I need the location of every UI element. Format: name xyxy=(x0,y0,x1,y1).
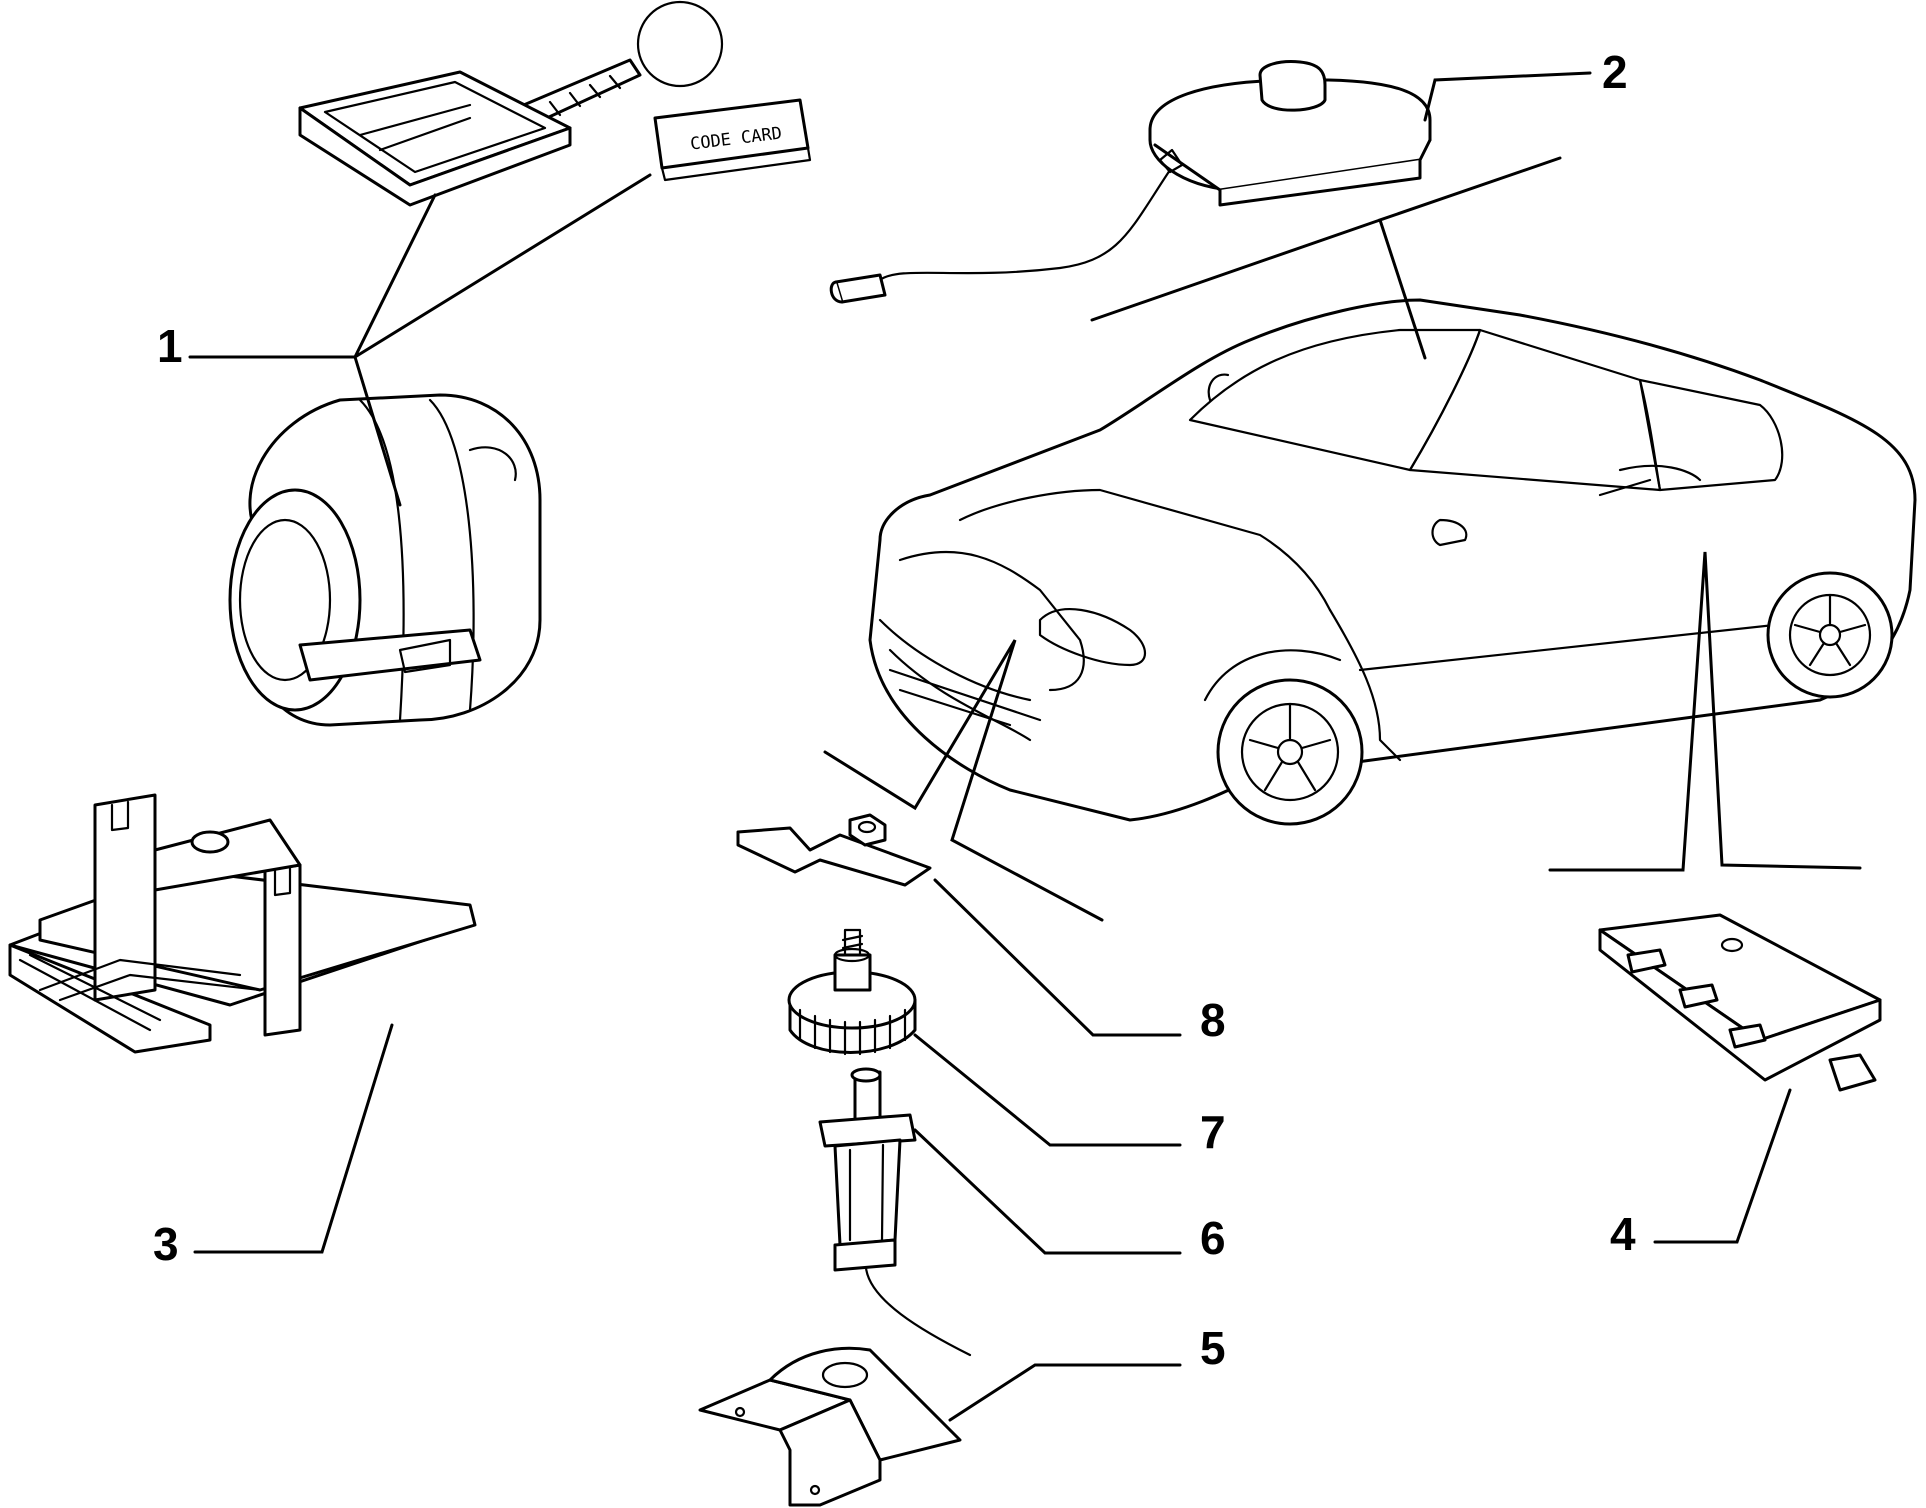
callout-2: 2 xyxy=(1602,46,1628,98)
leader-4-car xyxy=(1548,551,1862,872)
callout-6: 6 xyxy=(1200,1212,1226,1264)
leader-8-car xyxy=(823,639,1104,922)
part-7-knurled-knob xyxy=(787,928,917,1056)
part-6-push-switch xyxy=(818,1067,972,1357)
leader-5 xyxy=(948,1363,1182,1422)
part-3-mounting-bracket xyxy=(8,793,477,1054)
part-1-key-fob xyxy=(298,0,724,207)
callout-1: 1 xyxy=(157,320,183,372)
leader-1 xyxy=(188,173,652,507)
callout-numbers: 1 2 3 4 5 6 7 8 xyxy=(153,46,1636,1374)
leader-8 xyxy=(933,878,1182,1037)
leader-2-car xyxy=(1090,156,1562,360)
leader-4 xyxy=(1653,1088,1792,1244)
part-1-code-card: CODE CARD xyxy=(653,98,812,182)
part-5-mounting-plate xyxy=(698,1346,962,1507)
callout-5: 5 xyxy=(1200,1322,1226,1374)
part-8-bracket-plate xyxy=(736,813,932,887)
callout-4: 4 xyxy=(1610,1208,1636,1260)
leader-2 xyxy=(1423,71,1592,122)
part-4-control-unit xyxy=(1598,913,1882,1092)
leader-6 xyxy=(913,1128,1182,1255)
callout-7: 7 xyxy=(1200,1106,1226,1158)
callout-8: 8 xyxy=(1200,994,1226,1046)
leader-3 xyxy=(193,1023,394,1254)
part-1-immobiliser-module xyxy=(228,393,542,727)
callout-3: 3 xyxy=(153,1218,179,1270)
leader-lines xyxy=(188,71,1862,1422)
car-outline xyxy=(868,298,1917,826)
part-2-antenna xyxy=(829,60,1432,304)
leader-7 xyxy=(913,1033,1182,1147)
